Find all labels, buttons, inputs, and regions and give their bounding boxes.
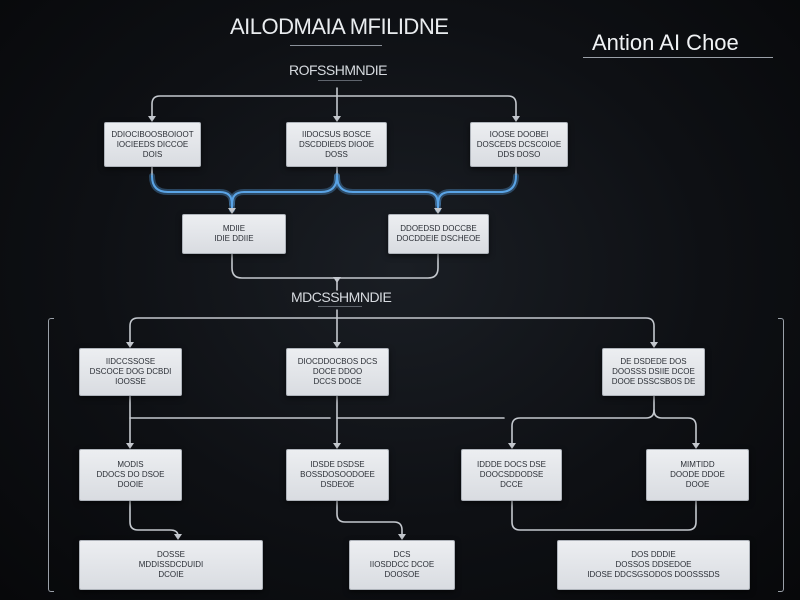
node-text-line: DDS DOSO — [497, 149, 541, 159]
flow-node-mid-right: DDOEDSD DOCCBE DOCDDEIE DSCHEOE — [388, 214, 489, 254]
highlight-connector — [151, 175, 233, 211]
node-text-line: DOIS — [142, 149, 163, 159]
node-text-line: DOOE — [685, 480, 710, 489]
flow-node-top-right: IOOSE DOOBEI DOSCEDS DCSCOIOE DDS DOSO — [470, 122, 568, 167]
node-text-line: DDOEDSD DOCCBE — [400, 224, 477, 233]
node-text-line: DSDEOE — [320, 480, 355, 489]
node-text-line: DCOIE — [158, 570, 184, 579]
arrowhead — [174, 534, 182, 540]
connector-line — [129, 500, 179, 537]
node-text-line: DOS DDDIE — [631, 550, 676, 559]
connector-line — [653, 409, 697, 446]
highlight-glow — [435, 173, 519, 207]
node-text-line: MDDISSDCDUIDI — [138, 560, 204, 569]
arrowhead — [148, 116, 156, 122]
node-text-line: DSCOCE DOG DCBDI — [89, 367, 172, 376]
node-text-line: IDOSE DDCSGSODOS DOOSSSDS — [587, 570, 720, 579]
arrowhead — [398, 534, 406, 540]
node-text-line: IDDDE DOCS DSE — [477, 460, 546, 469]
node-text-line: DOOSSS DSIIE DCOE — [612, 367, 695, 376]
group-bracket-left — [48, 318, 54, 592]
flow-node-top-left: DDIOCIBOOSBOIOOT IOCIEEDS DICCOE DOIS — [104, 122, 201, 167]
node-text-line: BOSSDOSOODOEE — [300, 470, 375, 479]
node-text-line: IDIE DDIIE — [214, 234, 254, 243]
node-text-line: DDOCS DO DSOE — [96, 470, 165, 479]
section-bottom-underline — [318, 306, 362, 307]
flow-node-c4: MIMTIDD DOODE DDOE DOOE — [646, 449, 749, 501]
highlight-connector — [437, 175, 517, 205]
node-text-line: DOOIE — [117, 480, 144, 489]
node-text-line: IDSDE DSDSE — [310, 460, 365, 469]
connector-line — [231, 253, 439, 279]
node-text-line: IOOSSE — [115, 377, 146, 386]
arrowhead — [333, 342, 341, 348]
arrowhead — [333, 443, 341, 449]
node-text-line: DOOSOE — [384, 570, 420, 579]
flow-node-c2: IDSDE DSDSE BOSSDOSOODOEE DSDEOE — [286, 449, 389, 501]
group-bracket-right — [778, 318, 784, 592]
node-text-line: DSCDDIEDS DIOOE — [298, 139, 375, 149]
node-text-line: DOCE DDOO — [312, 367, 363, 376]
arrowhead — [512, 116, 520, 122]
title-underline — [290, 45, 382, 46]
flow-node-b2: DIOCDDOCBOS DCS DOCE DDOO DCCS DOCE — [286, 348, 389, 396]
node-text-line: DOOCSDDODSE — [479, 470, 544, 479]
connector-line — [511, 395, 655, 446]
node-text-line: DOCDDEIE DSCHEOE — [396, 234, 481, 243]
flow-node-mid-left: MDIIE IDIE DDIIE — [182, 214, 286, 254]
section-label-bottom: MDCSSHMNDIE — [291, 289, 392, 305]
connector-line — [511, 500, 697, 531]
connector-line — [151, 95, 517, 119]
connector-line — [336, 500, 403, 537]
flow-node-b3: DE DSDEDE DOS DOOSSS DSIIE DCOE DOOE DSS… — [602, 348, 705, 396]
arrowhead — [126, 342, 134, 348]
node-text-line: DOSSE — [156, 550, 185, 559]
highlight-connector — [231, 175, 338, 205]
corner-title-underline — [583, 57, 773, 58]
flow-node-b1: IIDCCSSOSE DSCOCE DOG DCBDI IOOSSE — [79, 348, 182, 396]
node-text-line: DOSSOS DDSEDOE — [615, 560, 692, 569]
node-text-line: DE DSDEDE DOS — [620, 357, 687, 366]
node-text-line: DOODE DDOE — [670, 470, 725, 479]
flow-node-top-center: IIDOCSUS BOSCE DSCDDIEDS DIOOE DOSS — [286, 122, 387, 167]
node-text-line: DOSCEDS DCSCOIOE — [476, 139, 562, 149]
diagram-title: AILODMAIA MFILIDNE — [230, 14, 449, 39]
arrowhead — [692, 443, 700, 449]
flow-node-c3: IDDDE DOCS DSE DOOCSDDODSE DCCE — [461, 449, 562, 501]
connector-line — [129, 317, 655, 345]
node-text-line: IOOSE DOOBEI — [489, 129, 549, 139]
section-label-top: ROFSSHMNDIE — [289, 62, 387, 78]
node-text-line: DCCS DOCE — [313, 377, 362, 386]
node-text-line: IIDOCSUS BOSCE — [302, 129, 371, 139]
arrowhead — [434, 208, 442, 214]
node-text-line: DDIOCIBOOSBOIOOT — [111, 129, 194, 139]
node-text-line: DOSS — [325, 149, 348, 159]
highlight-connector — [336, 175, 439, 211]
arrowhead — [508, 443, 516, 449]
corner-title: Antion AI Choe — [592, 30, 739, 55]
flow-node-c1: MODIS DDOCS DO DSOE DOOIE — [79, 449, 182, 501]
node-text-line: MODIS — [117, 460, 144, 469]
highlight-glow — [229, 173, 340, 207]
arrowhead — [333, 277, 341, 283]
flow-node-d2: DCS IIOSDDCC DCOE DOOSOE — [349, 540, 455, 590]
node-text-line: MDIIE — [222, 224, 246, 233]
arrowhead — [126, 443, 134, 449]
node-text-line: DCCE — [500, 480, 523, 489]
node-text-line: MIMTIDD — [680, 460, 715, 469]
node-text-line: IIDCCSSOSE — [105, 357, 156, 366]
arrowhead — [228, 208, 236, 214]
flow-node-d1: DOSSE MDDISSDCDUIDI DCOIE — [79, 540, 263, 590]
node-text-line: IIOSDDCC DCOE — [369, 560, 435, 569]
arrowhead — [333, 116, 341, 122]
section-top-underline — [318, 80, 362, 81]
arrowhead — [650, 342, 658, 348]
node-text-line: DIOCDDOCBOS DCS — [297, 357, 378, 366]
node-text-line: DOOE DSSCSBOS DE — [611, 377, 696, 386]
flow-node-d3: DOS DDDIE DOSSOS DDSEDOE IDOSE DDCSGSODO… — [557, 540, 750, 590]
node-text-line: DCS — [393, 550, 411, 559]
node-text-line: IOCIEEDS DICCOE — [116, 139, 189, 149]
